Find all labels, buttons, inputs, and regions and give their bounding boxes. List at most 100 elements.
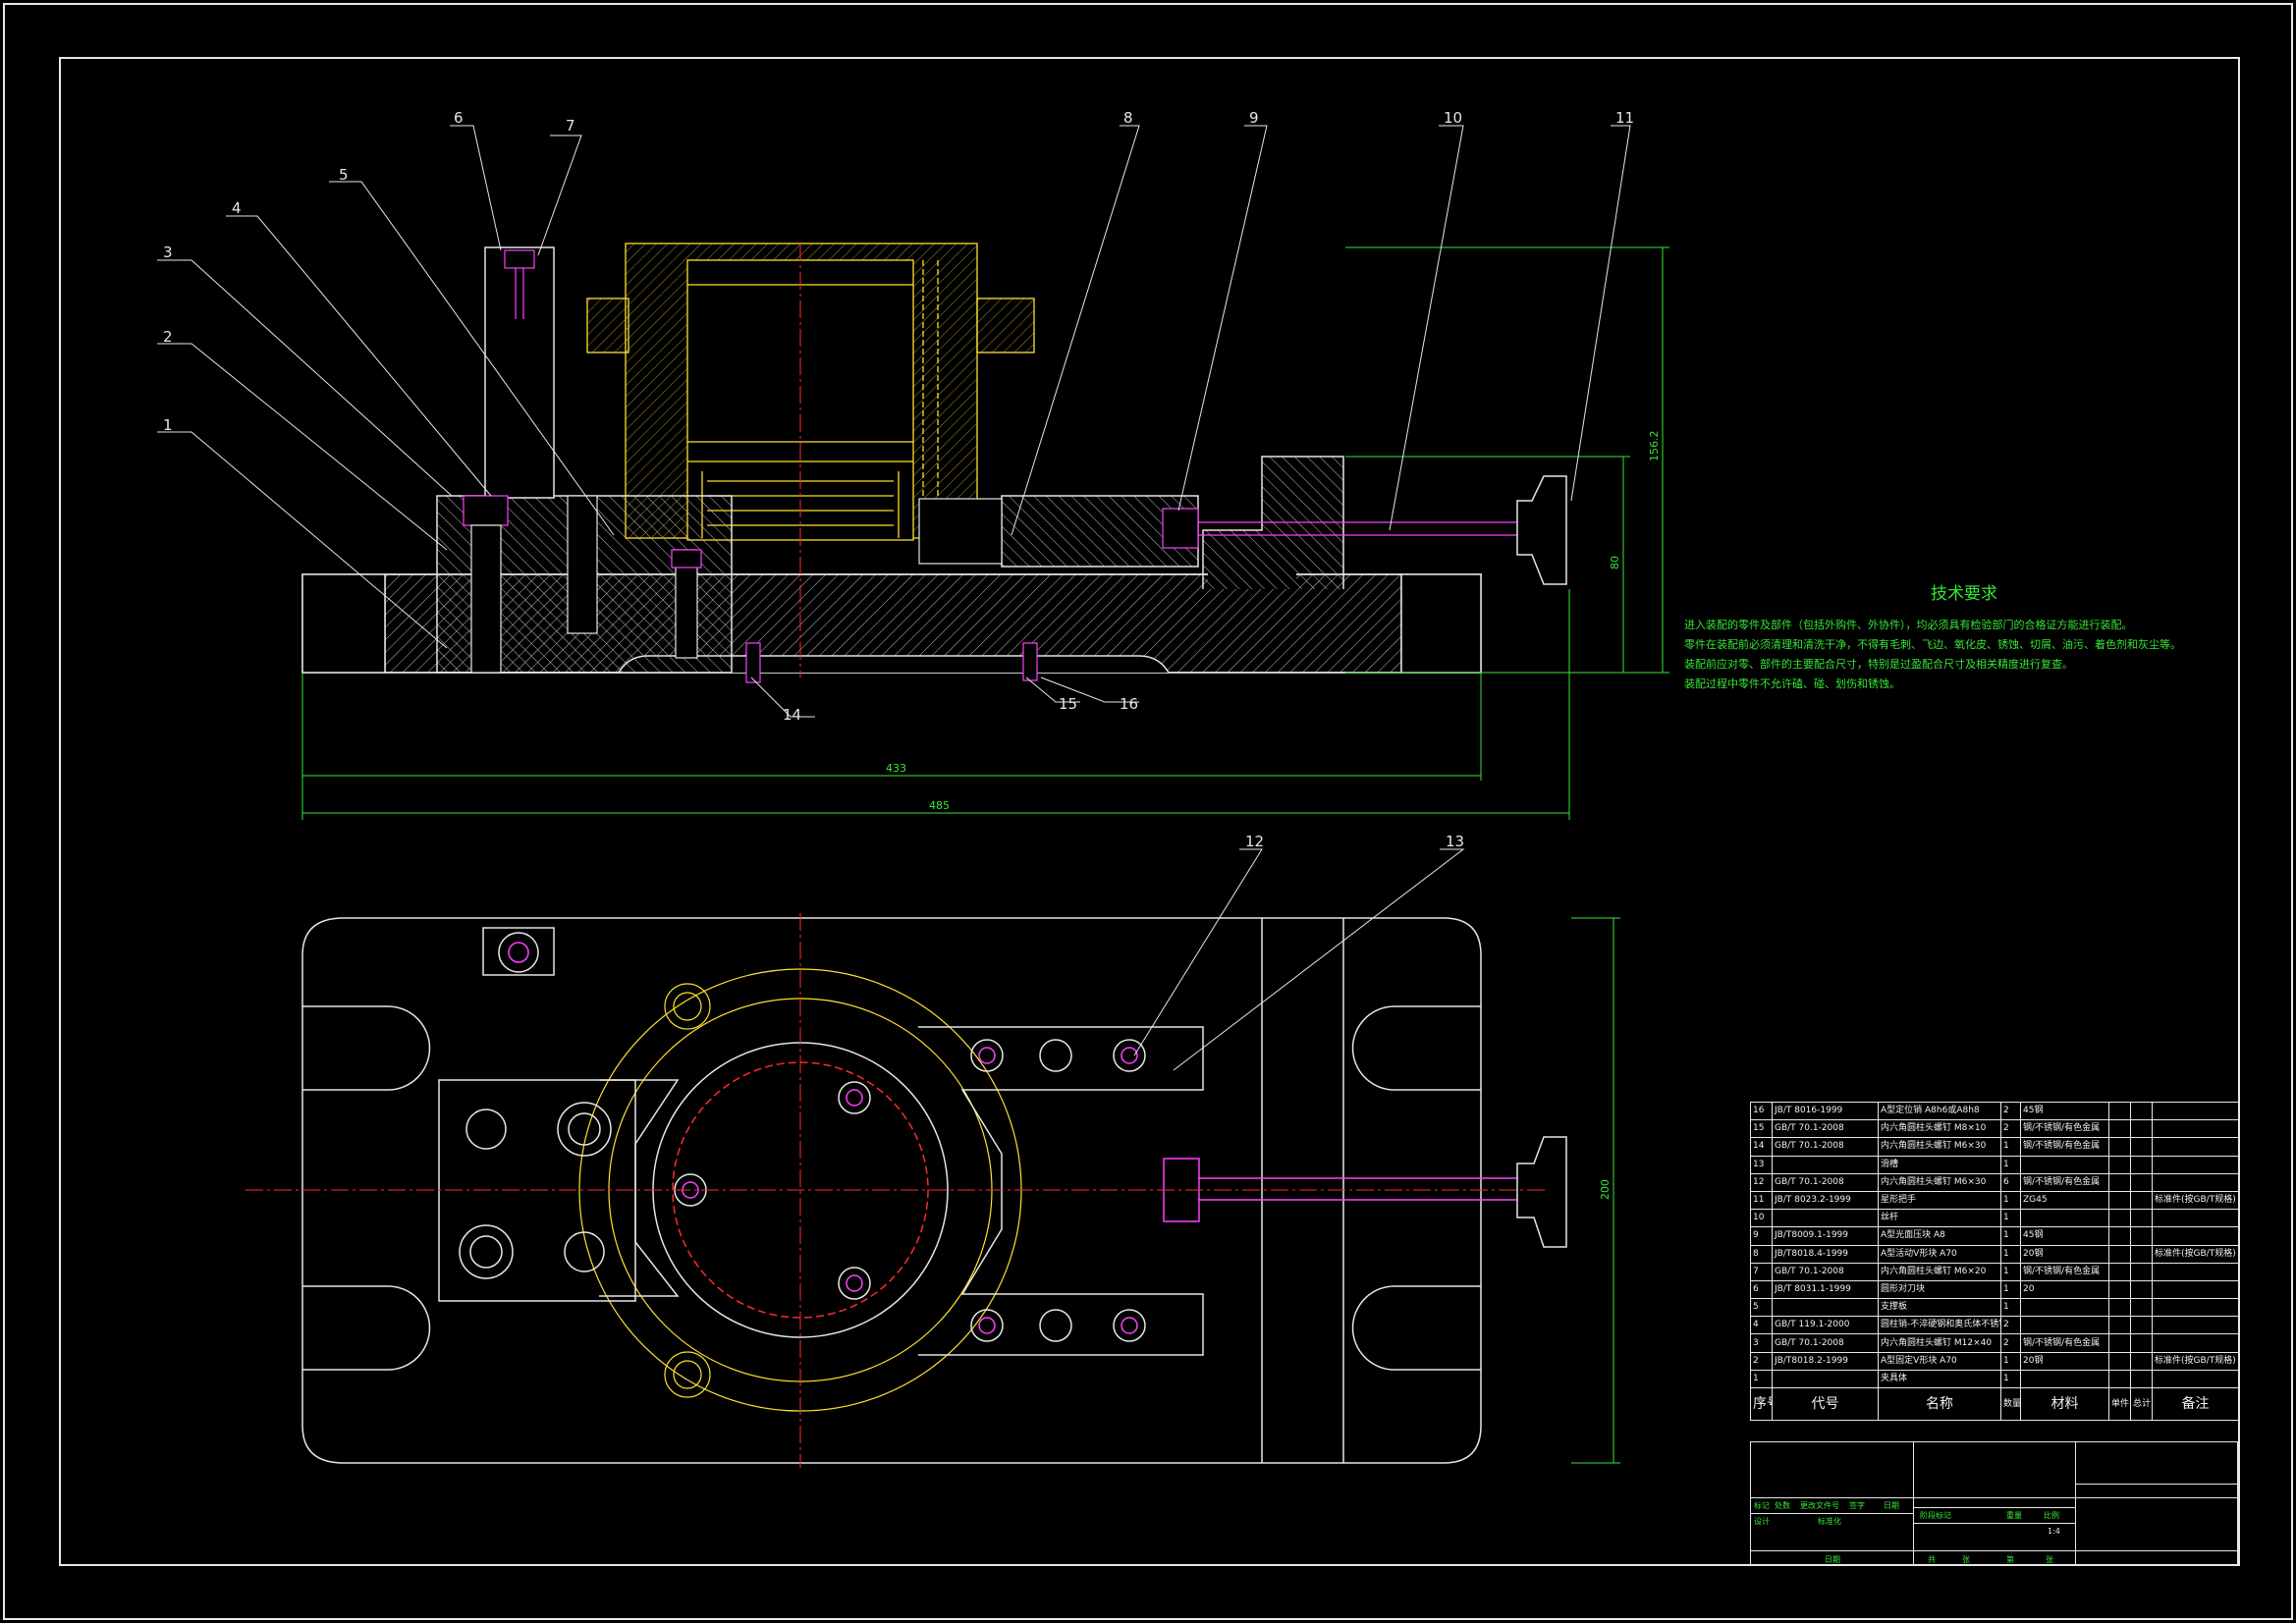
bom-empty bbox=[2130, 1209, 2153, 1228]
bom-name: 滑槽 bbox=[1878, 1155, 2001, 1174]
bom-empty bbox=[2108, 1209, 2131, 1228]
bom-qty: 1 bbox=[2000, 1351, 2021, 1371]
bom-note bbox=[2152, 1226, 2239, 1246]
tb-stage: 阶段标记 bbox=[1920, 1511, 1951, 1520]
bom-note: 标准件(按GB/T规格) bbox=[2152, 1190, 2239, 1211]
bom-no: 3 bbox=[1750, 1333, 1773, 1353]
bom-empty bbox=[2108, 1351, 2131, 1371]
balloon-12: 12 bbox=[1245, 833, 1264, 850]
bom-no: 8 bbox=[1750, 1244, 1773, 1264]
tech-line: 装配过程中零件不允许磕、碰、划伤和锈蚀。 bbox=[1684, 677, 1900, 690]
tb-sign-1: 标准化 bbox=[1818, 1517, 1841, 1526]
bom-code: JB/T8018.4-1999 bbox=[1772, 1244, 1879, 1264]
bom-note bbox=[2152, 1155, 2239, 1174]
bom-material bbox=[2020, 1155, 2109, 1174]
bom-material: 钢/不锈钢/有色金属 bbox=[2020, 1262, 2109, 1281]
bom-no: 15 bbox=[1750, 1119, 1773, 1139]
balloon-1: 1 bbox=[163, 416, 173, 434]
bom-note bbox=[2152, 1333, 2239, 1353]
cutter-block-column bbox=[484, 246, 555, 499]
balloon-13: 13 bbox=[1446, 833, 1464, 850]
bom-qty: 1 bbox=[2000, 1137, 2021, 1157]
star-handle-front bbox=[1516, 475, 1567, 585]
tb-rev-0: 标记 bbox=[1754, 1501, 1770, 1510]
bom-empty bbox=[2108, 1190, 2131, 1211]
balloon-10: 10 bbox=[1444, 109, 1462, 127]
bom-qty: 6 bbox=[2000, 1172, 2021, 1192]
dim-485: 485 bbox=[929, 799, 950, 812]
leader-lines bbox=[157, 125, 1631, 1071]
bom-name: 丝杆 bbox=[1878, 1209, 2001, 1228]
tech-line: 装配前应对零、部件的主要配合尺寸，特别是过盈配合尺寸及相关精度进行复查。 bbox=[1684, 658, 2073, 671]
bom-code bbox=[1772, 1298, 1879, 1318]
bom-code: GB/T 70.1-2008 bbox=[1772, 1333, 1879, 1353]
bom-material: 20钢 bbox=[2020, 1244, 2109, 1264]
tb-rev-4: 日期 bbox=[1884, 1501, 1899, 1510]
bom-empty bbox=[2130, 1298, 2153, 1318]
balloon-15: 15 bbox=[1059, 695, 1077, 713]
tb-sheet-3: 张 bbox=[2046, 1555, 2053, 1564]
bom-note bbox=[2152, 1172, 2239, 1192]
tech-title: 技术要求 bbox=[1931, 584, 1997, 604]
balloon-numbers: 1 2 3 4 5 6 7 8 9 10 11 12 13 14 15 16 bbox=[163, 109, 1634, 850]
base-plate-outline bbox=[301, 917, 1482, 1464]
bom-empty bbox=[2130, 1279, 2153, 1300]
bom-qty: 1 bbox=[2000, 1209, 2021, 1228]
bom-material bbox=[2020, 1316, 2109, 1335]
balloon-2: 2 bbox=[163, 328, 173, 346]
bom-code: GB/T 119.1-2000 bbox=[1772, 1316, 1879, 1335]
bom-note bbox=[2152, 1119, 2239, 1139]
bom-code: GB/T 70.1-2008 bbox=[1772, 1262, 1879, 1281]
bom-code: JB/T 8016-1999 bbox=[1772, 1101, 1879, 1121]
bom-empty bbox=[2130, 1137, 2153, 1157]
bom-header-qty: 数量 bbox=[2000, 1387, 2021, 1421]
bom-empty bbox=[2108, 1137, 2131, 1157]
bom-name: 支撑板 bbox=[1878, 1298, 2001, 1318]
bom-empty bbox=[2108, 1316, 2131, 1335]
bom-note bbox=[2152, 1137, 2239, 1157]
dim-433: 433 bbox=[886, 762, 906, 775]
bom-material: ZG45 bbox=[2020, 1190, 2109, 1211]
bom-header-note: 备注 bbox=[2152, 1387, 2239, 1421]
dim-156: 156.2 bbox=[1648, 431, 1661, 462]
bom-qty: 2 bbox=[2000, 1119, 2021, 1139]
bom-empty bbox=[2130, 1190, 2153, 1211]
bom-name: 星形把手 bbox=[1878, 1190, 2001, 1211]
bom-header-unit-weight: 单件 bbox=[2108, 1387, 2131, 1421]
bom-qty: 1 bbox=[2000, 1279, 2021, 1300]
bom-note bbox=[2152, 1262, 2239, 1281]
tb-sheet-0: 共 bbox=[1928, 1555, 1936, 1564]
bom-qty: 1 bbox=[2000, 1298, 2021, 1318]
bom-code: GB/T 70.1-2008 bbox=[1772, 1119, 1879, 1139]
balloon-8: 8 bbox=[1123, 109, 1133, 127]
bom-header-total-weight: 总计 bbox=[2130, 1387, 2153, 1421]
bom-note bbox=[2152, 1316, 2239, 1335]
bom-empty bbox=[2108, 1369, 2131, 1389]
bom-name: A型定位销 A8h6或A8h8 bbox=[1878, 1101, 2001, 1121]
bom-no: 7 bbox=[1750, 1262, 1773, 1281]
bom-header: 序号代号名称数量材料单件总计备注 bbox=[1750, 1387, 2239, 1421]
bom-name: A型活动V形块 A70 bbox=[1878, 1244, 2001, 1264]
bom-code: JB/T 8031.1-1999 bbox=[1772, 1279, 1879, 1300]
balloon-4: 4 bbox=[232, 199, 242, 217]
bom-code: GB/T 70.1-2008 bbox=[1772, 1172, 1879, 1192]
bom-name: 圆柱销-不淬硬钢和奥氏体不锈钢 12×30 bbox=[1878, 1316, 2001, 1335]
bom-qty: 1 bbox=[2000, 1262, 2021, 1281]
dim-200: 200 bbox=[1599, 1179, 1612, 1200]
balloon-5: 5 bbox=[339, 166, 349, 184]
bom-empty bbox=[2108, 1101, 2131, 1121]
bom-qty: 1 bbox=[2000, 1244, 2021, 1264]
balloon-7: 7 bbox=[566, 117, 575, 135]
bom-note bbox=[2152, 1369, 2239, 1389]
balloon-9: 9 bbox=[1249, 109, 1259, 127]
bom-header-name: 名称 bbox=[1878, 1387, 2001, 1421]
bom-qty: 2 bbox=[2000, 1101, 2021, 1121]
bom-note: 标准件(按GB/T规格) bbox=[2152, 1351, 2239, 1371]
tb-sheet-2: 第 bbox=[2006, 1555, 2014, 1564]
